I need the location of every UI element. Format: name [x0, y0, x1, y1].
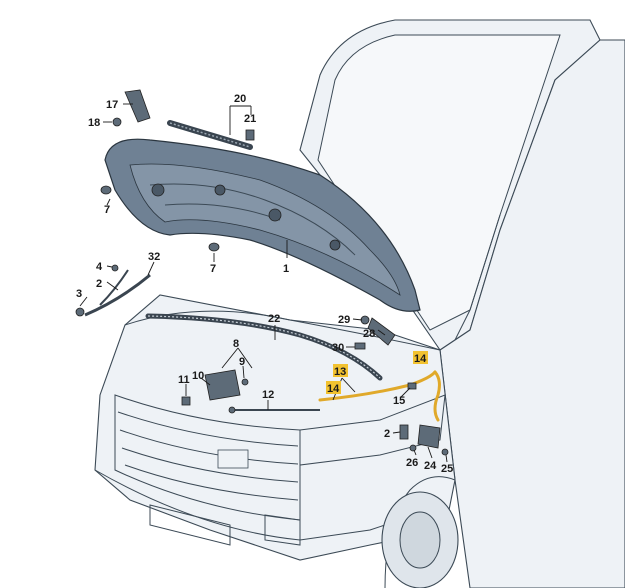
handle-24	[417, 424, 441, 449]
lock-8	[204, 369, 241, 401]
callout-12: 12	[262, 389, 274, 401]
callout-1: 1	[283, 263, 289, 275]
callout-9: 9	[239, 356, 245, 368]
clip-4	[111, 264, 119, 272]
bolt-30	[354, 342, 366, 350]
highlight-13	[333, 364, 348, 377]
bracket-28	[367, 317, 396, 346]
highlight-14a	[413, 351, 428, 364]
callout-28: 28	[363, 328, 375, 340]
headlight	[299, 394, 446, 466]
lever-2	[399, 424, 409, 440]
callout-32: 32	[148, 251, 160, 263]
callout-17: 17	[106, 99, 118, 111]
callout-24: 24	[424, 460, 437, 472]
leader-lines	[79, 103, 448, 463]
callout-13: 13	[334, 366, 346, 378]
callout-3: 3	[76, 288, 82, 300]
grommet-3	[75, 307, 85, 317]
callout-2a: 2	[96, 278, 102, 290]
hood-hinge-part	[124, 89, 151, 123]
hood	[104, 138, 421, 312]
callout-8: 8	[233, 338, 239, 350]
clip-15	[407, 382, 417, 390]
callout-14a: 14	[414, 353, 427, 365]
callout-29: 29	[338, 314, 350, 326]
screw-9	[241, 378, 249, 386]
callout-21: 21	[244, 113, 256, 125]
clip-21	[245, 129, 255, 141]
callout-7b: 7	[210, 263, 216, 275]
buffer-7b	[208, 242, 220, 252]
callout-labels: 1 7 7 17 18 20 21 4 2 3 32 22 8 9 10 11 …	[76, 93, 453, 475]
nut-11	[181, 396, 191, 406]
callout-26: 26	[406, 457, 418, 469]
prop-rod-32	[84, 273, 151, 317]
buffer-7a	[100, 185, 112, 195]
callout-10: 10	[192, 370, 204, 382]
callout-15: 15	[393, 395, 405, 407]
screw-26	[409, 444, 417, 452]
callout-14b: 14	[327, 383, 340, 395]
callout-18: 18	[88, 117, 100, 129]
callout-11: 11	[178, 374, 190, 386]
nut-29	[360, 315, 370, 325]
prop-rod-2	[99, 269, 129, 306]
callout-25: 25	[441, 463, 453, 475]
callout-2b: 2	[384, 428, 390, 440]
callout-4: 4	[96, 261, 103, 273]
highlight-14b	[326, 381, 341, 394]
bolt-18	[112, 117, 122, 127]
callout-30: 30	[332, 342, 344, 354]
callout-22: 22	[268, 313, 280, 325]
callout-20: 20	[234, 93, 246, 105]
clip-25	[441, 448, 449, 456]
release-cable-14	[433, 370, 441, 422]
van-body	[94, 19, 625, 588]
callout-7a: 7	[104, 204, 110, 216]
